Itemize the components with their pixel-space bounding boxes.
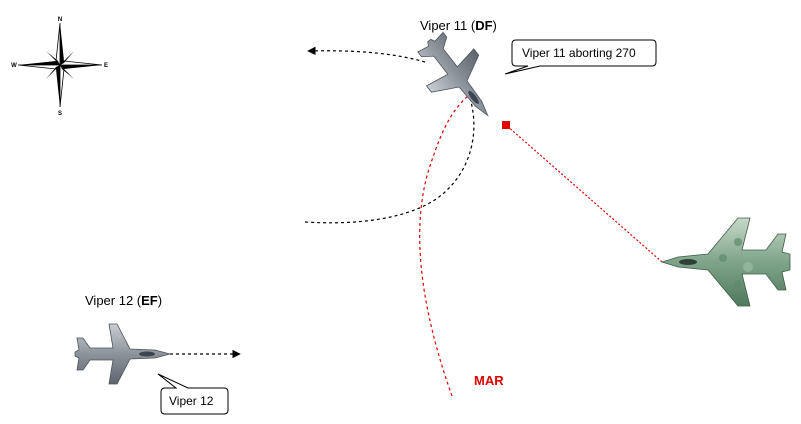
viper11-flight-path [304, 79, 475, 224]
compass-s: S [58, 111, 62, 117]
viper12-callout-text: Viper 12 [169, 394, 214, 408]
mar-label: MAR [474, 373, 504, 388]
viper12-role: EF [141, 293, 158, 308]
threat-line [505, 124, 663, 263]
compass-n: N [58, 17, 62, 23]
viper11-role: DF [475, 18, 492, 33]
viper12-jet-icon[interactable] [74, 323, 172, 385]
viper11-name: Viper 11 [420, 18, 467, 33]
compass-w: W [11, 63, 17, 69]
viper11-label: Viper 11 (DF) [420, 18, 497, 33]
viper11-abort-path [307, 46, 426, 63]
viper12-label: Viper 12 (EF) [85, 293, 162, 308]
mar-arc [419, 95, 469, 397]
viper12-name: Viper 12 [85, 293, 133, 308]
compass-e: E [104, 63, 108, 69]
viper11-callout: Viper 11 aborting 270 [504, 39, 657, 75]
viper11-callout-text: Viper 11 aborting 270 [522, 46, 636, 60]
enemy-mig-icon[interactable] [660, 217, 791, 307]
threat-marker [502, 121, 510, 129]
viper12-callout: Viper 12 [157, 373, 229, 415]
compass-rose-icon: N S E W [11, 17, 108, 117]
viper11-jet-icon[interactable] [406, 22, 512, 134]
